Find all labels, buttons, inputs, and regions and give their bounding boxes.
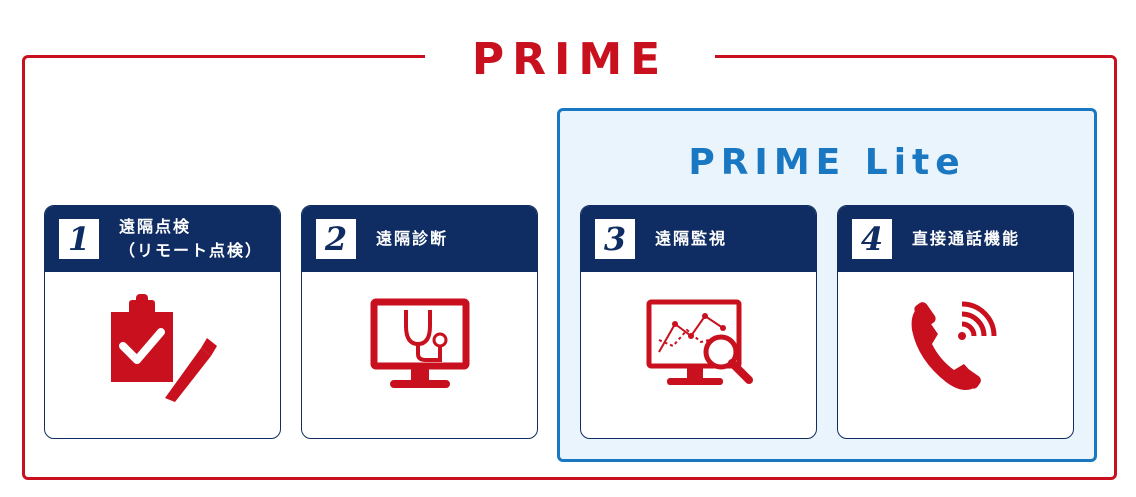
monitor-chart-magnifier-icon (646, 299, 753, 385)
card-number: 4 (852, 219, 892, 259)
card-title: 直接通話機能 (912, 229, 1021, 248)
prime-title: PRIME (425, 30, 715, 90)
card-title: 遠隔監視 (655, 229, 728, 248)
card-header: 4 直接通話機能 (838, 206, 1073, 272)
feature-card-direct-call: 4 直接通話機能 (837, 205, 1074, 439)
prime-lite-title: PRIME Lite (688, 142, 966, 183)
card-number: 2 (316, 219, 356, 259)
feature-card-remote-monitoring: 3 遠隔監視 (580, 205, 817, 439)
card-header: 2 遠隔診断 (302, 206, 537, 272)
card-header: 3 遠隔監視 (581, 206, 816, 272)
card-title: 遠隔点検 （リモート点検） (119, 217, 264, 260)
card-header: 1 遠隔点検 （リモート点検） (45, 206, 280, 272)
phone-call-icon (911, 301, 996, 390)
card-number: 1 (59, 219, 99, 259)
monitor-stethoscope-icon (370, 298, 469, 388)
feature-card-remote-diagnosis: 2 遠隔診断 (301, 205, 538, 439)
clipboard-check-icon (110, 294, 217, 402)
feature-card-remote-inspection: 1 遠隔点検 （リモート点検） (44, 205, 281, 439)
card-title: 遠隔診断 (376, 229, 449, 248)
card-number: 3 (595, 219, 635, 259)
